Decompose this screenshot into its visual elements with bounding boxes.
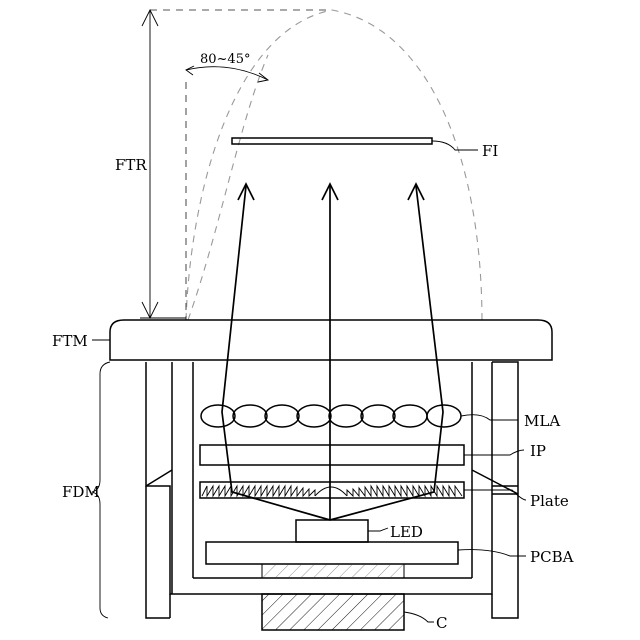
fi-element (232, 138, 432, 144)
led-leader (368, 528, 388, 531)
label-pcba: PCBA (530, 548, 574, 566)
label-fdm: FDM (62, 483, 100, 501)
pcba-board (206, 542, 458, 564)
ip-leader (464, 450, 524, 455)
label-mla: MLA (524, 412, 560, 430)
ftm-cap (110, 320, 552, 360)
ftr-dimension (140, 10, 186, 318)
fresnel-plate (200, 482, 464, 498)
pcba-base-strip (262, 564, 404, 578)
label-angle: 80~45° (200, 52, 250, 67)
light-rays (222, 184, 443, 520)
led-chip (296, 520, 368, 542)
label-ftr: FTR (115, 156, 147, 174)
mla-lens-array (201, 405, 461, 427)
housing (146, 362, 518, 618)
c-leader (404, 612, 434, 622)
label-c: C (436, 614, 447, 632)
plate-leader (464, 490, 526, 500)
label-plate: Plate (530, 492, 569, 510)
ip-plate (200, 445, 464, 465)
connector-c (262, 594, 404, 630)
label-ftm: FTM (52, 332, 88, 350)
label-led: LED (390, 523, 423, 541)
label-ip: IP (530, 442, 546, 460)
mla-leader (461, 415, 518, 420)
label-fi: FI (482, 142, 498, 160)
fi-leader (432, 141, 478, 150)
angle-annotation (186, 66, 268, 82)
